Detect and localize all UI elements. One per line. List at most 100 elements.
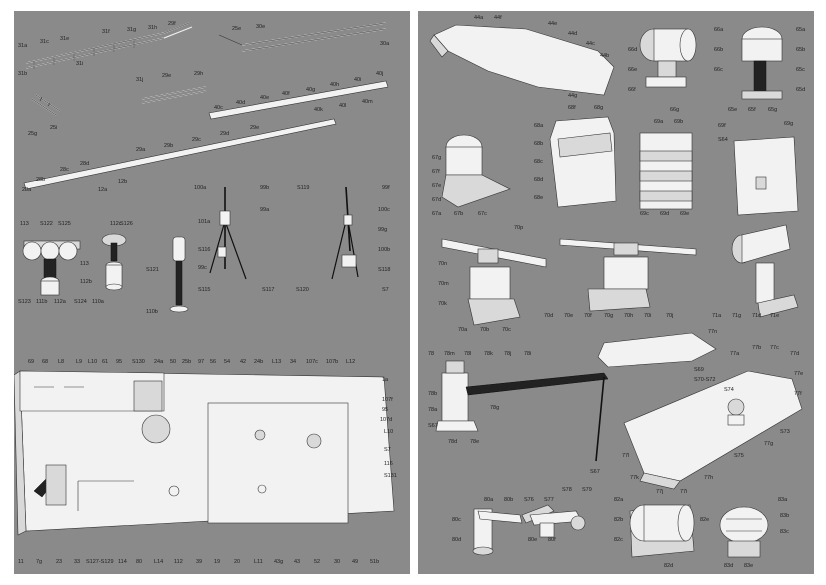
label-99a: 99a [260, 207, 270, 213]
label-40l: 40l [339, 103, 346, 109]
label-78k: 78k [484, 351, 493, 357]
label-83a: 83a [778, 497, 788, 503]
rail-31j [141, 86, 207, 104]
label-24b: 24b [254, 359, 263, 365]
label-24a: 24a [154, 359, 164, 365]
label-97: 97 [198, 359, 204, 365]
label-80b: 80b [504, 497, 513, 503]
label-70b: 70b [480, 327, 489, 333]
label-95s: 95 [382, 407, 388, 413]
right-panel: 44a 44f 44e 44d 44c 44b 44g 66a 66b 66c … [418, 11, 814, 574]
left-panel: 31a 31c 31e 31f 31g 31h 31b 31i 29f 25e … [14, 11, 410, 574]
label-80d: 80d [452, 537, 461, 543]
label-40e: 40e [260, 95, 269, 101]
pedestal-112 [101, 233, 127, 291]
liferaft-83 [719, 506, 769, 558]
label-69g: 69g [784, 121, 793, 127]
label-S7: S7 [382, 287, 389, 293]
label-S115: S115 [198, 287, 210, 293]
label-30e: 30e [256, 24, 265, 30]
label-78j: 78j [504, 351, 511, 357]
radar-cabinet-69 [639, 132, 693, 210]
label-68b: 68b [534, 141, 543, 147]
label-25g: 25g [28, 131, 37, 137]
label-66e: 66e [628, 67, 637, 73]
label-66c: 66c [714, 67, 723, 73]
label-70e: 70e [564, 313, 573, 319]
label-L9: L9 [76, 359, 82, 365]
label-99g: 99g [378, 227, 387, 233]
label-54: 54 [224, 359, 230, 365]
label-77k: 77k [630, 475, 639, 481]
label-L10: L10 [88, 359, 97, 365]
label-S124: 110a [92, 299, 105, 305]
label-71e: 71e [770, 313, 779, 319]
label-40c: 40c [214, 105, 223, 111]
label-28b: 28b [36, 177, 45, 183]
label-80: 80 [136, 559, 142, 565]
label-78m: 78m [444, 351, 455, 357]
label-68e: 68e [534, 195, 543, 201]
searchlight-65 [741, 26, 783, 100]
label-L13: L13 [272, 359, 281, 365]
label-S76: S76 [524, 497, 534, 503]
label-69e: 69e [680, 211, 689, 217]
label-1a: 1a [382, 377, 389, 383]
label-29b: 29b [164, 143, 173, 149]
label-82a: 82a [614, 497, 624, 503]
label-40d: 40d [236, 100, 245, 106]
label-77f: 77f [794, 391, 802, 397]
label-S130: S130 [132, 359, 145, 365]
label-S78: S78 [562, 487, 572, 493]
radar-cabinet-right [733, 136, 799, 216]
radar-dome-67 [441, 134, 511, 208]
label-107f: 107f [382, 397, 393, 403]
floodlight-cluster [22, 240, 81, 296]
label-S67: S67 [590, 469, 600, 475]
label-78l: 78l [464, 351, 471, 357]
label-S7s: S7 [384, 447, 391, 453]
label-82b: 82b [614, 517, 623, 523]
label-40k: 40k [314, 107, 323, 113]
label-29f: 29f [168, 21, 176, 27]
label-111b: S123 [18, 299, 31, 305]
rail-25g [31, 94, 61, 116]
label-78i: 78i [524, 351, 531, 357]
label-S77: S77 [544, 497, 554, 503]
label-20: 20 [234, 559, 240, 565]
label-95: 95 [116, 359, 122, 365]
label-S69: S69 [694, 367, 704, 373]
label-101a: 101a [198, 219, 211, 225]
label-77n: 77n [708, 329, 717, 335]
label-40i: 40i [354, 77, 361, 83]
left-panel-drawing: 31a 31c 31e 31f 31g 31h 31b 31i 29f 25e … [14, 21, 397, 565]
label-65d: 65d [796, 87, 805, 93]
label-29e: 29e [250, 125, 259, 131]
label-83e: 83e [744, 563, 753, 569]
label-67e: 67e [432, 183, 441, 189]
label-40h: 40h [330, 82, 339, 88]
label-25e: 25e [232, 26, 241, 32]
label-69a: 69a [654, 119, 664, 125]
label-L12: L12 [346, 359, 355, 365]
liferaft-82 [629, 504, 695, 558]
label-70p: 70p [514, 225, 523, 231]
label-12a: 12a [98, 187, 108, 193]
label-110b: S121 [146, 267, 159, 273]
label-99b: 99b [260, 185, 269, 191]
label-113b: 113 [80, 261, 89, 267]
label-112b: 112b [80, 279, 92, 285]
label-L8: L8 [58, 359, 64, 365]
label-65b: 65b [796, 47, 805, 53]
label-78c: 78b [428, 391, 437, 397]
label-S131: S131 [384, 473, 397, 479]
label-S126: S126 [120, 221, 133, 227]
searchlight-66 [639, 28, 697, 88]
label-100b: 100b [378, 247, 390, 253]
label-83b: 83b [780, 513, 789, 519]
label-44b: 44b [600, 53, 609, 59]
label-69f: 69f [718, 123, 726, 129]
label-68g: 68g [594, 105, 603, 111]
radar-cabinet-68 [549, 116, 617, 208]
